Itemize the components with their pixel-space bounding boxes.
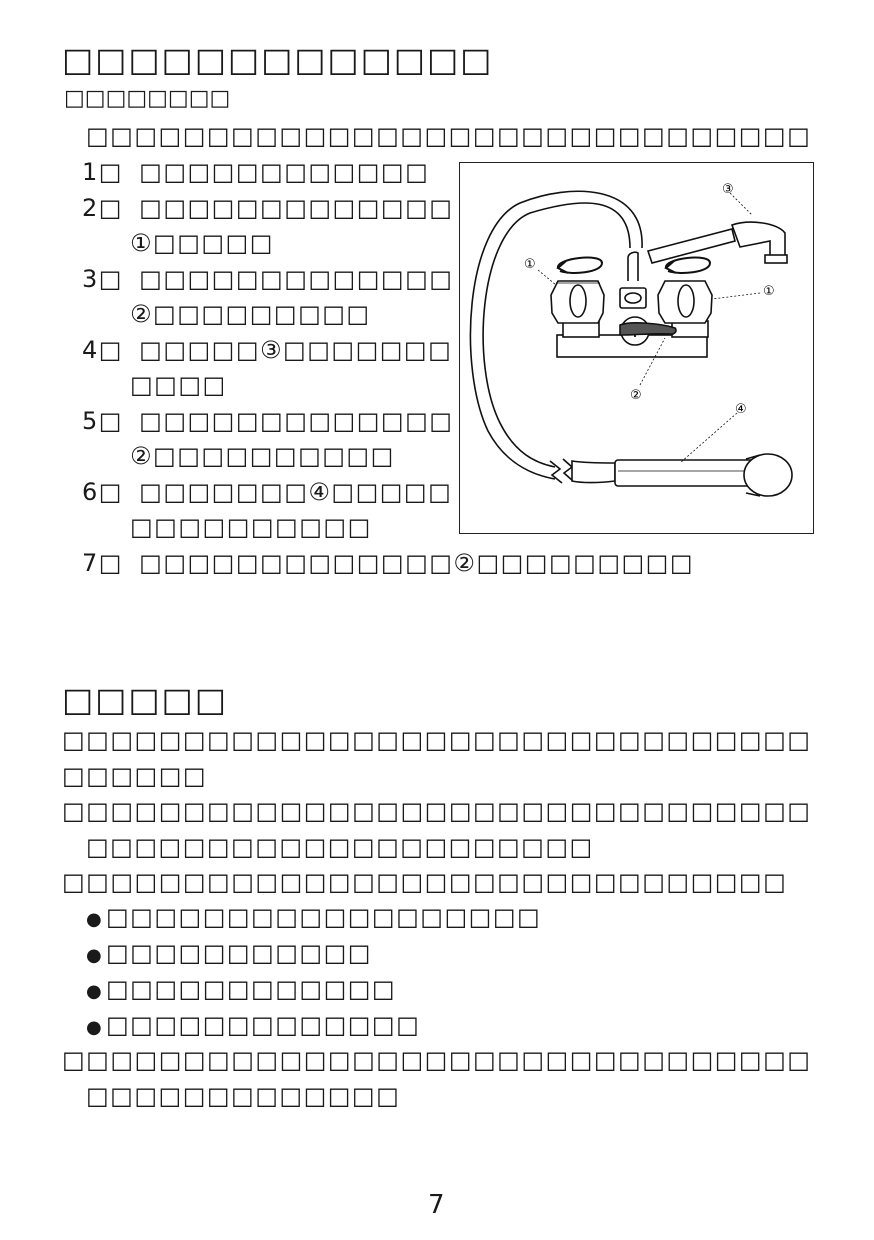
faucet-illustration: ① ① ② ③ ④ <box>469 182 793 497</box>
step-number: 3□ <box>82 265 123 293</box>
faucet-diagram: ① ① ② ③ ④ <box>459 162 814 534</box>
left-handle <box>550 280 605 324</box>
step-number: 2□ <box>82 194 123 222</box>
callout-1-left: ① <box>524 257 536 272</box>
step-text: □□□□□□□□□□□□□②□□□□□□□□□ <box>139 549 695 577</box>
step-text: □□□□□□□④□□□□□ <box>139 478 453 506</box>
closing-line-2: □□□□□□□□□□□□□ <box>86 1082 401 1110</box>
step-number: 5□ <box>82 407 123 435</box>
step-7: 7□ □□□□□□□□□□□□□②□□□□□□□□□ <box>82 549 694 577</box>
paragraph-1-line-1: □□□□□□□□□□□□□□□□□□□□□□□□□□□□□□□ <box>62 726 812 754</box>
step-text: □□□□□□□□□□□□□ <box>139 265 454 293</box>
step-3: 3□ □□□□□□□□□□□□□ <box>82 265 453 293</box>
step-text: □□□□□□□□□□□□□ <box>139 194 454 222</box>
spout <box>730 221 786 259</box>
step-number: 4□ <box>82 336 123 364</box>
step-1: 1□ □□□□□□□□□□□□ <box>82 158 429 186</box>
section-title-2: □□□□□ <box>62 680 228 719</box>
step-2-cont: ①□□□□□ <box>130 229 274 257</box>
bullet-text: □□□□□□□□□□□□□□□□□□ <box>106 903 542 931</box>
paragraph-2-line-2: □□□□□□□□□□□□□□□□□□□□□ <box>86 833 594 861</box>
bullet-dot: ● <box>86 909 104 930</box>
section-subtitle-1: □□□□□□□□ <box>64 86 231 111</box>
paragraph-2-line-1: □□□□□□□□□□□□□□□□□□□□□□□□□□□□□□□ <box>62 797 812 825</box>
paragraph-3: □□□□□□□□□□□□□□□□□□□□□□□□□□□□□□ <box>62 868 788 896</box>
bullet-item: ●□□□□□□□□□□□□ <box>86 975 396 1003</box>
bullet-text: □□□□□□□□□□□ <box>106 939 372 967</box>
step-number: 6□ <box>82 478 123 506</box>
bullet-text: □□□□□□□□□□□□□ <box>106 1011 421 1039</box>
step-5: 5□ □□□□□□□□□□□□□ <box>82 407 453 435</box>
diverter-lever <box>619 322 677 336</box>
page-number: 7 <box>428 1190 445 1220</box>
hose-inner <box>469 190 643 480</box>
bullet-item: ●□□□□□□□□□□□□□ <box>86 1011 420 1039</box>
callout-1-right: ① <box>763 284 775 299</box>
paragraph-1-line-2: □□□□□□ <box>62 762 208 790</box>
right-handle <box>657 280 713 324</box>
closing-line-1: □□□□□□□□□□□□□□□□□□□□□□□□□□□□□□□ <box>62 1046 812 1074</box>
step-4: 4□ □□□□□③□□□□□□□ <box>82 336 452 364</box>
bullet-item: ●□□□□□□□□□□□□□□□□□□ <box>86 903 541 931</box>
bullet-dot: ● <box>86 945 104 966</box>
step-6-cont: □□□□□□□□□□ <box>130 513 372 541</box>
step-text: □□□□□□□□□□□□ <box>139 158 430 186</box>
step-text: □□□□□③□□□□□□□ <box>139 336 453 364</box>
step-number: 1□ <box>82 158 123 186</box>
hose-outer <box>482 202 631 468</box>
step-6: 6□ □□□□□□□④□□□□□ <box>82 478 452 506</box>
callout-4: ④ <box>735 402 747 417</box>
shower-handle <box>614 459 756 487</box>
callout-3: ③ <box>722 182 734 197</box>
step-4-cont: □□□□ <box>130 371 227 399</box>
bullet-item: ●□□□□□□□□□□□ <box>86 939 372 967</box>
callout-2: ② <box>630 388 642 403</box>
step-2: 2□ □□□□□□□□□□□□□ <box>82 194 453 222</box>
shower-head <box>743 453 793 497</box>
section-title-1: □□□□□□□□□□□□□ <box>62 40 494 79</box>
step-5-cont: ②□□□□□□□□□□ <box>130 442 395 470</box>
bullet-dot: ● <box>86 981 104 1002</box>
bullet-dot: ● <box>86 1017 104 1038</box>
bullet-text: □□□□□□□□□□□□ <box>106 975 397 1003</box>
intro-text: □□□□□□□□□□□□□□□□□□□□□□□□□□□□□□ <box>86 122 812 150</box>
step-text: □□□□□□□□□□□□□ <box>139 407 454 435</box>
step-number: 7□ <box>82 549 123 577</box>
step-3-cont: ②□□□□□□□□□ <box>130 300 371 328</box>
